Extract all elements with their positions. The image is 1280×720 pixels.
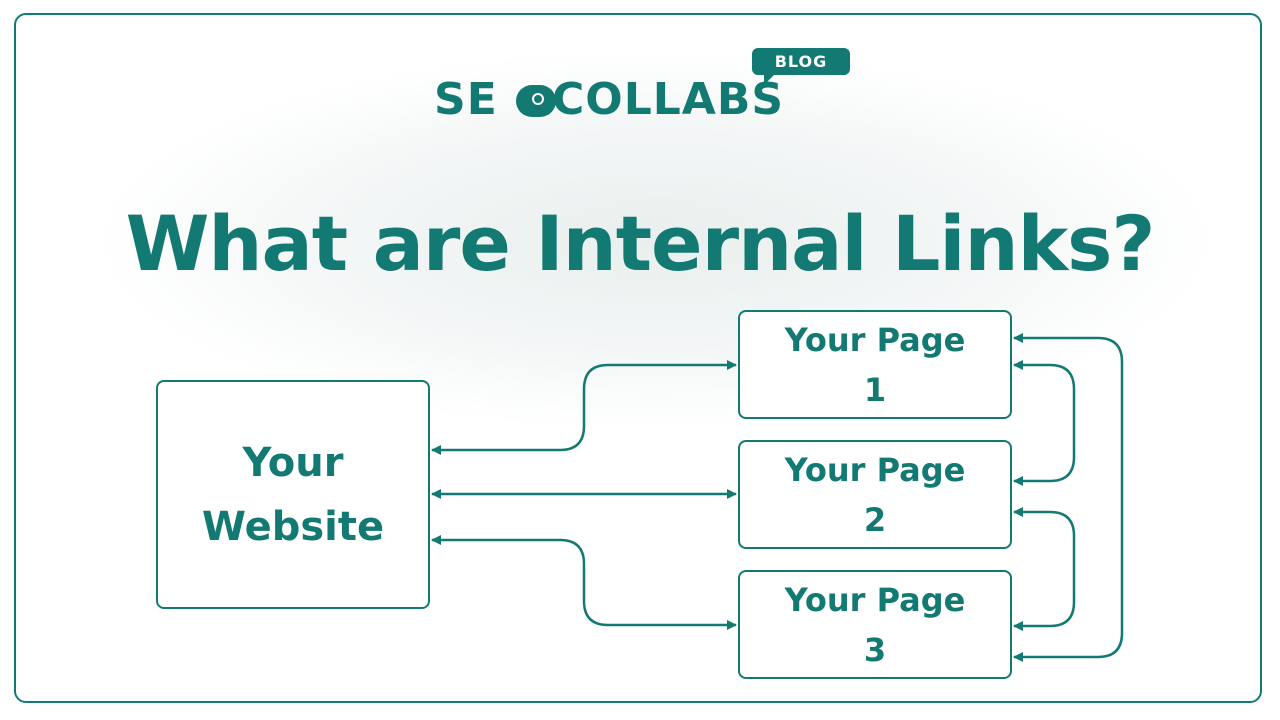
page-number: 1 bbox=[863, 370, 887, 409]
connector-website-page1 bbox=[431, 360, 737, 455]
page-label: Your Page bbox=[784, 450, 966, 489]
page-title: What are Internal Links? bbox=[125, 199, 1156, 288]
website-label-line2: Website bbox=[201, 503, 385, 550]
logo-collabs-text: COLLABS bbox=[552, 74, 785, 125]
logo-seo-text: SE bbox=[434, 74, 498, 125]
connector-page1-page2 bbox=[1013, 360, 1076, 486]
logo-o-mark bbox=[516, 85, 556, 117]
connector-page2-page3 bbox=[1013, 507, 1076, 631]
page-label: Your Page bbox=[784, 320, 966, 359]
page-number: 3 bbox=[863, 630, 887, 669]
page-label: Your Page bbox=[784, 580, 966, 619]
connector-website-page3 bbox=[431, 535, 737, 630]
page-box-3: Your Page 3 bbox=[738, 570, 1012, 679]
blog-badge: BLOG bbox=[752, 48, 850, 85]
page-number: 2 bbox=[863, 500, 887, 539]
website-label-line1: Your bbox=[242, 439, 344, 486]
connector-page1-page3 bbox=[1013, 333, 1124, 662]
page-box-1: Your Page 1 bbox=[738, 310, 1012, 419]
page-box-2: Your Page 2 bbox=[738, 440, 1012, 549]
website-box: Your Website bbox=[156, 380, 430, 609]
